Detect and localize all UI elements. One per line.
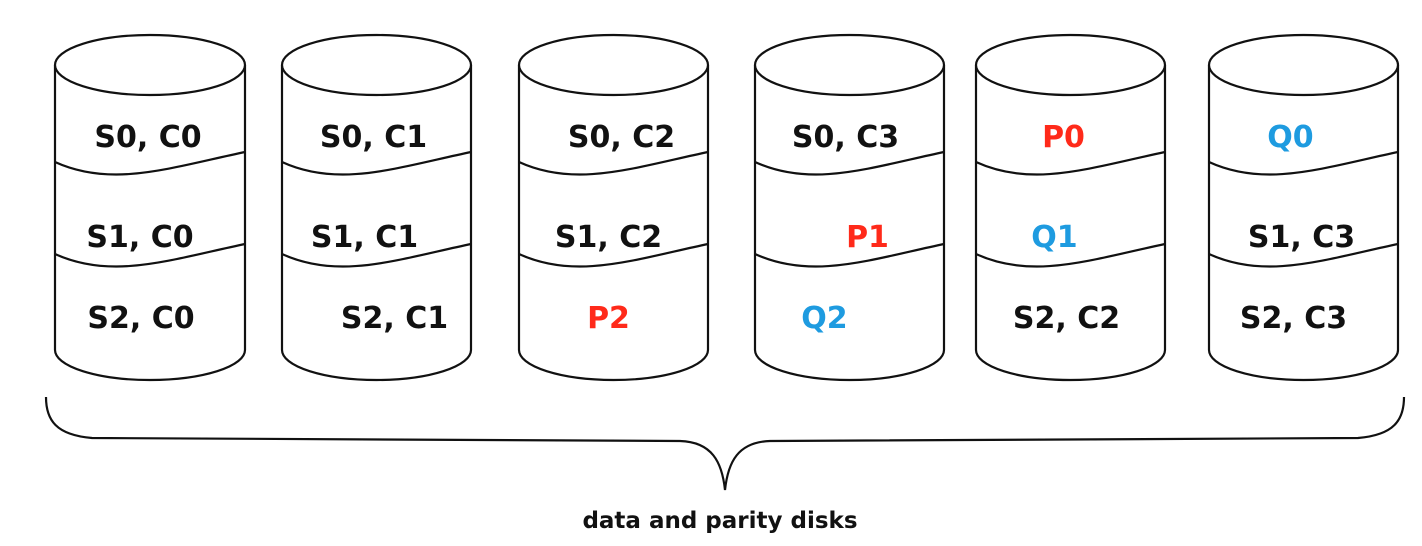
cylinder-divider <box>54 150 246 176</box>
cell-label: S0, C1 <box>320 120 427 155</box>
cylinder-divider <box>754 242 945 268</box>
cylinder-divider <box>975 150 1166 176</box>
cylinder-divider <box>518 242 709 268</box>
cylinder-top <box>517 33 710 97</box>
caption-label: data and parity disks <box>582 508 857 534</box>
cell-label: S1, C3 <box>1248 220 1355 255</box>
cell-label: S1, C1 <box>311 220 418 255</box>
cylinder-body <box>53 65 247 382</box>
cylinder-body <box>517 65 710 382</box>
cylinder-divider <box>54 242 246 268</box>
cylinder-body <box>753 65 946 382</box>
cell-label: S1, C2 <box>555 220 662 255</box>
cylinder-top <box>974 33 1167 97</box>
cell-label: S0, C2 <box>568 120 675 155</box>
cylinder-divider <box>1208 150 1399 176</box>
cell-label: S2, C3 <box>1240 301 1347 336</box>
curly-brace <box>44 396 1406 491</box>
disk-2: S0, C1 S1, C1 S2, C1 <box>280 33 473 382</box>
cylinder-body <box>974 65 1167 382</box>
cell-label: S1, C0 <box>86 220 193 255</box>
cell-label: Q0 <box>1267 120 1313 155</box>
cell-label: S2, C2 <box>1013 301 1120 336</box>
disk-1: S0, C0 S1, C0 S2, C0 <box>53 33 247 382</box>
cylinder-body <box>1207 65 1400 382</box>
cell-label: S2, C0 <box>87 301 194 336</box>
cell-label: Q1 <box>1031 220 1077 255</box>
cylinder-divider <box>1208 242 1399 268</box>
cylinder-divider <box>281 150 472 176</box>
cylinder-divider <box>281 242 472 268</box>
cell-label: Q2 <box>801 301 847 336</box>
cylinder-top <box>53 33 247 97</box>
cylinder-body <box>280 65 473 382</box>
disk-3: S0, C2 S1, C2 P2 <box>517 33 710 382</box>
cylinder-divider <box>975 242 1166 268</box>
cylinder-top <box>753 33 946 97</box>
cell-label: P1 <box>846 220 889 255</box>
cylinder-top <box>1207 33 1400 97</box>
cell-label: S0, C3 <box>792 120 899 155</box>
cell-label: S0, C0 <box>94 120 201 155</box>
cylinder-divider <box>518 150 709 176</box>
cylinder-top <box>280 33 473 97</box>
cell-label: P2 <box>587 301 630 336</box>
cell-label: S2, C1 <box>341 301 448 336</box>
cylinder-divider <box>754 150 945 176</box>
cell-label: P0 <box>1042 120 1085 155</box>
